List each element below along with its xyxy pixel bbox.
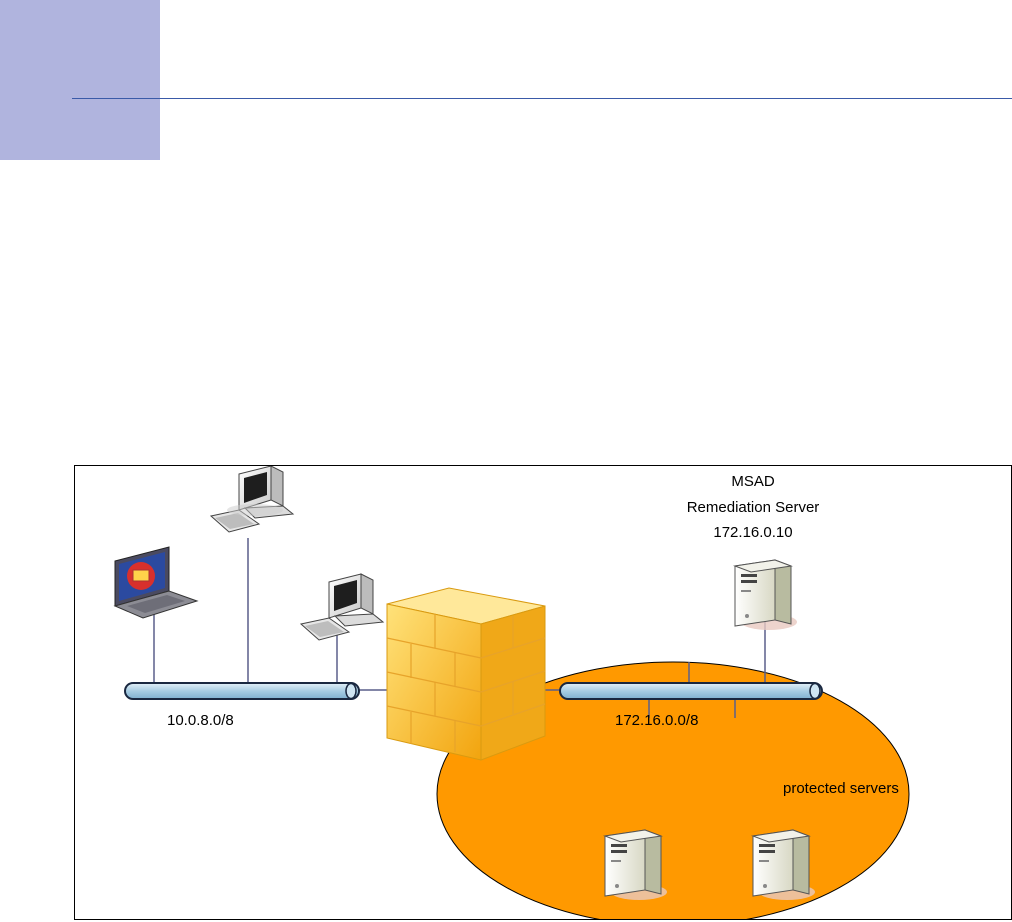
server-subnet-label: 172.16.0.0/8 xyxy=(615,712,698,729)
client-network-bus xyxy=(124,682,360,700)
remediation-server-ip: 172.16.0.10 xyxy=(713,524,792,541)
server-network-bus xyxy=(559,682,823,700)
laptop-icon xyxy=(113,546,199,619)
tower-server-icon xyxy=(733,559,797,630)
firewall-brick-wall-icon xyxy=(386,587,546,761)
network-diagram: MSAD Remediation Server 172.16.0.10 10.0… xyxy=(74,465,1012,920)
remediation-server-name: MSAD xyxy=(731,473,775,490)
tower-server-icon xyxy=(751,829,815,900)
header-divider xyxy=(72,98,1012,99)
protected-zone-label: protected servers xyxy=(783,780,899,797)
network-links xyxy=(153,538,766,718)
network-diagram-canvas: MSAD Remediation Server 172.16.0.10 10.0… xyxy=(113,466,910,919)
desktop-computer-icon xyxy=(209,466,295,533)
header-color-block xyxy=(0,0,160,160)
remediation-server-role: Remediation Server xyxy=(687,499,820,516)
tower-server-icon xyxy=(603,829,667,900)
desktop-computer-icon xyxy=(299,573,385,641)
client-subnet-label: 10.0.8.0/8 xyxy=(167,712,234,729)
